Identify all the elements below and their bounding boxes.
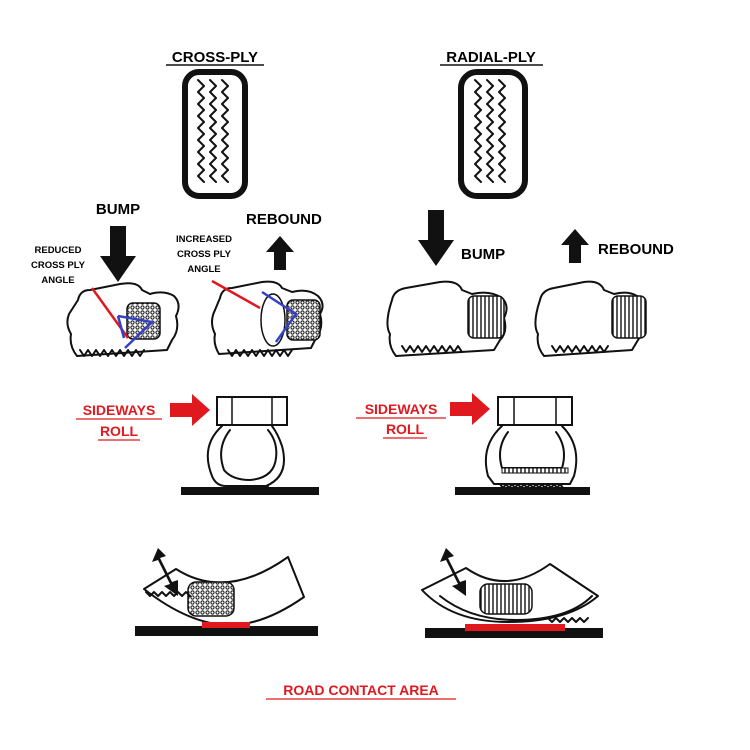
cross-ply-tread-icon — [182, 69, 248, 199]
rebound-up-arrow-icon — [561, 229, 589, 263]
cross-ply-rebound-segment — [211, 279, 324, 357]
radial-ply-tread-icon — [458, 69, 528, 199]
svg-text:ROLL: ROLL — [100, 423, 139, 439]
radial-rebound-label: REBOUND — [598, 241, 674, 258]
ground-bar — [455, 487, 590, 495]
svg-text:INCREASED: INCREASED — [176, 234, 232, 245]
svg-text:CROSS PLY: CROSS PLY — [31, 260, 86, 271]
flex-double-arrow-icon — [152, 548, 178, 596]
cross-ply-bump-segment — [66, 282, 180, 357]
cross-bump-label: BUMP — [96, 201, 140, 218]
road-contact-area-caption: ROAD CONTACT AREA — [283, 682, 439, 698]
radial-sideways-roll-label: SIDEWAYS ROLL — [365, 401, 438, 437]
cross-ply-section — [206, 396, 288, 492]
bump-down-arrow-icon — [418, 210, 454, 266]
rebound-up-arrow-icon — [266, 236, 294, 270]
cross-sideways-roll-label: SIDEWAYS ROLL — [83, 402, 156, 439]
radial-ply-heading: RADIAL-PLY — [446, 49, 535, 66]
svg-text:REDUCED: REDUCED — [35, 245, 82, 256]
ground-bar — [135, 626, 318, 636]
radial-ply-rebound-segment — [534, 280, 647, 357]
contact-patch-small — [202, 622, 250, 628]
radial-ply-section — [484, 396, 578, 489]
increased-angle-note: INCREASED CROSS PLY ANGLE — [176, 234, 232, 275]
svg-text:SIDEWAYS: SIDEWAYS — [365, 401, 438, 417]
reduced-angle-note: REDUCED CROSS PLY ANGLE — [31, 245, 86, 286]
ground-bar — [181, 487, 319, 495]
svg-text:ROLL: ROLL — [386, 421, 425, 437]
svg-text:CROSS PLY: CROSS PLY — [177, 249, 232, 260]
cross-rebound-label: REBOUND — [246, 211, 322, 228]
ground-bar — [425, 628, 603, 638]
radial-ply-contact-segment — [421, 563, 599, 623]
sideways-arrow-icon — [450, 393, 490, 425]
flex-double-arrow-icon — [440, 548, 466, 596]
radial-bump-label: BUMP — [461, 246, 505, 263]
svg-text:ANGLE: ANGLE — [187, 264, 220, 275]
radial-ply-bump-segment — [386, 280, 508, 357]
contact-patch-large — [465, 624, 565, 631]
svg-text:ANGLE: ANGLE — [41, 275, 74, 286]
cross-ply-contact-segment — [143, 556, 305, 626]
sideways-arrow-icon — [170, 394, 210, 426]
cross-ply-heading: CROSS-PLY — [172, 49, 258, 66]
svg-text:SIDEWAYS: SIDEWAYS — [83, 402, 156, 418]
bump-down-arrow-icon — [100, 226, 136, 282]
